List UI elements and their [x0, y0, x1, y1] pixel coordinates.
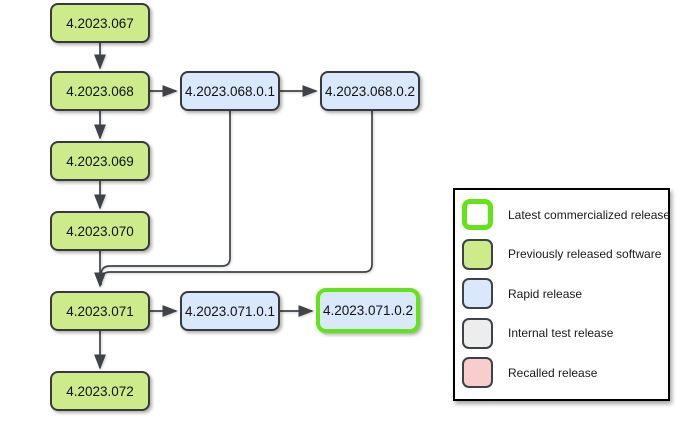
edge-068-0-1-to-071: [100, 111, 231, 285]
legend-label: Internal test release: [508, 326, 614, 340]
node-4-2023-069: 4.2023.069: [50, 141, 150, 181]
legend-label: Rapid release: [508, 286, 583, 301]
node-label: 4.2023.071.0.2: [322, 303, 414, 318]
internal-test-swatch: [462, 317, 493, 349]
node-4-2023-071-0-1: 4.2023.071.0.1: [180, 291, 280, 331]
legend-label: Previously released software: [508, 247, 662, 261]
legend-label: Latest commercialized release: [508, 207, 671, 222]
legend-item-rapid-release: Rapid release: [462, 278, 660, 309]
node-label: 4.2023.072: [66, 383, 134, 399]
legend-item-previously-released: Previously released software: [462, 238, 662, 270]
node-label: 4.2023.069: [66, 153, 134, 169]
legend-label: Recalled release: [508, 365, 598, 380]
legend-item-recalled: Recalled release: [462, 357, 660, 388]
node-label: 4.2023.067: [66, 15, 134, 31]
node-4-2023-068: 4.2023.068: [50, 71, 150, 111]
node-4-2023-071: 4.2023.071: [50, 291, 150, 331]
node-4-2023-067: 4.2023.067: [50, 3, 150, 43]
node-label: 4.2023.070: [66, 223, 134, 239]
previously-released-swatch: [462, 238, 493, 270]
rapid-release-swatch: [462, 278, 493, 309]
node-4-2023-071-0-2-latest: 4.2023.071.0.2: [316, 288, 420, 333]
node-label: 4.2023.068.0.2: [324, 83, 416, 99]
node-label: 4.2023.071: [66, 303, 134, 319]
node-4-2023-068-0-1: 4.2023.068.0.1: [180, 71, 280, 111]
node-4-2023-068-0-2: 4.2023.068.0.2: [320, 71, 420, 111]
node-label: 4.2023.068: [66, 83, 134, 99]
legend: Latest commercialized release Previously…: [453, 188, 670, 401]
node-4-2023-072: 4.2023.072: [50, 371, 150, 411]
node-label: 4.2023.071.0.1: [184, 303, 276, 319]
legend-item-internal-test: Internal test release: [462, 317, 660, 349]
recalled-release-swatch: [462, 357, 493, 388]
edge-068-0-2-to-071: [100, 111, 373, 285]
node-label: 4.2023.068.0.1: [184, 83, 276, 99]
legend-item-latest: Latest commercialized release: [462, 199, 670, 230]
latest-release-swatch: [462, 199, 493, 230]
node-4-2023-070: 4.2023.070: [50, 211, 150, 251]
